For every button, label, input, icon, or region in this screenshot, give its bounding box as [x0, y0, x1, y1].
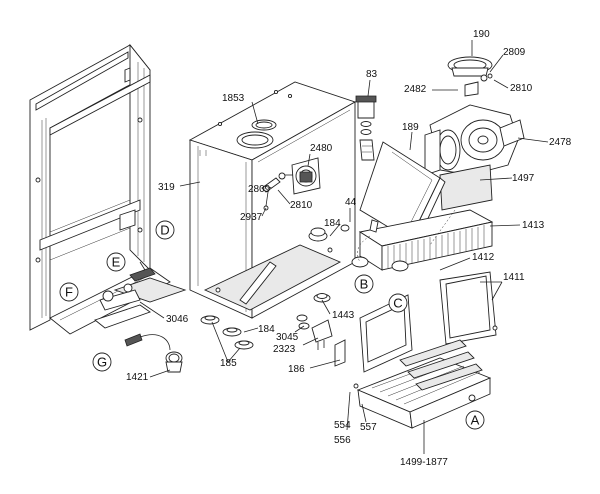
part-label: 184	[258, 324, 275, 335]
part-label: 1411	[503, 272, 525, 283]
heat-exchanger-1413	[340, 209, 494, 272]
burner-1499-1877	[353, 339, 492, 429]
part-label: 1853	[222, 93, 245, 104]
part-label: 2482	[404, 84, 427, 95]
sight-tube-83	[355, 95, 377, 161]
part-label: 2323	[273, 344, 296, 355]
part-label: 1412	[472, 252, 495, 263]
boiler-casing	[188, 81, 357, 319]
part-label: 557	[360, 422, 377, 433]
valve-parts-3045	[296, 314, 346, 367]
part-label: 1413	[522, 220, 545, 231]
fittings-2937	[261, 177, 281, 211]
callout-markers: D E F G B C A	[59, 220, 485, 430]
callout-letter: C	[393, 296, 402, 311]
part-label: 2478	[549, 137, 572, 148]
callout-circle	[354, 274, 374, 294]
callout-letter: A	[471, 413, 480, 428]
part-label: 2809	[248, 184, 271, 195]
part-label: 2809	[503, 47, 526, 58]
callout-circle	[155, 220, 175, 240]
callout-letter: G	[97, 355, 107, 370]
sensor-1421	[124, 333, 183, 373]
part-label: 185	[220, 358, 237, 369]
part-label: 3046	[166, 314, 189, 325]
part-label: 184	[324, 218, 341, 229]
part-label: 2810	[290, 200, 313, 211]
callout-circle	[92, 352, 112, 372]
callout-circle	[465, 410, 485, 430]
callout-letter: F	[65, 285, 73, 300]
fan-assembly-2478	[424, 56, 525, 211]
part-label: 556	[334, 435, 351, 446]
callout-circle	[388, 293, 408, 313]
leader-lines	[139, 40, 549, 454]
part-label: 1497	[512, 173, 535, 184]
grommets-185	[200, 315, 254, 350]
part-label: 83	[366, 69, 378, 80]
part-label: 1421	[126, 372, 149, 383]
callout-circle	[106, 252, 126, 272]
part-label: 189	[402, 122, 419, 133]
callout-circle	[59, 282, 79, 302]
bracket-assembly-3046	[94, 261, 187, 329]
part-label: 44	[345, 197, 357, 208]
part-label: 186	[288, 364, 305, 375]
part-label: 319	[158, 182, 175, 193]
insulation-panel-1411	[439, 271, 498, 345]
callout-letter: E	[112, 255, 121, 270]
callout-letter: B	[360, 277, 369, 292]
part-label: 2480	[310, 143, 333, 154]
pressure-gauge-2480	[278, 157, 321, 195]
part-label: 3045	[276, 332, 299, 343]
part-label: 554	[334, 420, 351, 431]
part-label: 1443	[332, 310, 355, 321]
part-label: 2810	[510, 83, 533, 94]
part-labels: 190 2809 2482 2810 83 1853 189 2478 2480…	[126, 29, 572, 468]
part-label: 2937	[240, 212, 263, 223]
part-label: 190	[473, 29, 490, 40]
part-label: 1499-1877	[400, 457, 448, 468]
insulation-panel-1412	[359, 294, 413, 373]
callout-letter: D	[160, 223, 169, 238]
